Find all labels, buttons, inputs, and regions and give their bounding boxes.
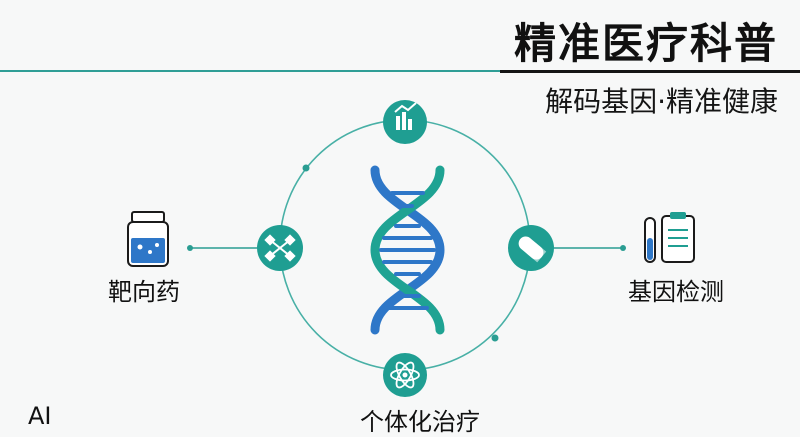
ring-dot [302,164,310,172]
gene-testing-label: 基因检测 [628,278,724,306]
test-tube-clipboard-icon [644,212,695,263]
targeted-drug-label: 靶向药 [108,278,180,306]
diagram-canvas [127,100,695,397]
cycle-ring [279,119,531,371]
personalized-treatment-label: 个体化治疗 [360,408,480,436]
header-divider [0,70,800,72]
ring-dot [491,334,499,342]
header-divider-accent [500,70,800,73]
atom-icon [383,353,427,397]
dna-helix-icon [370,165,445,335]
corner-mark: AI [28,402,52,430]
medicine-bottle-icon [127,211,169,267]
connector-dot [187,245,193,251]
page-subtitle: 解码基因·精准健康 [545,85,778,118]
chart-analysis-icon [383,100,427,144]
page-title: 精准医疗科普 [513,19,778,68]
capsule-icon [508,225,554,271]
connector-dot [620,245,626,251]
molecule-icon [257,225,303,271]
